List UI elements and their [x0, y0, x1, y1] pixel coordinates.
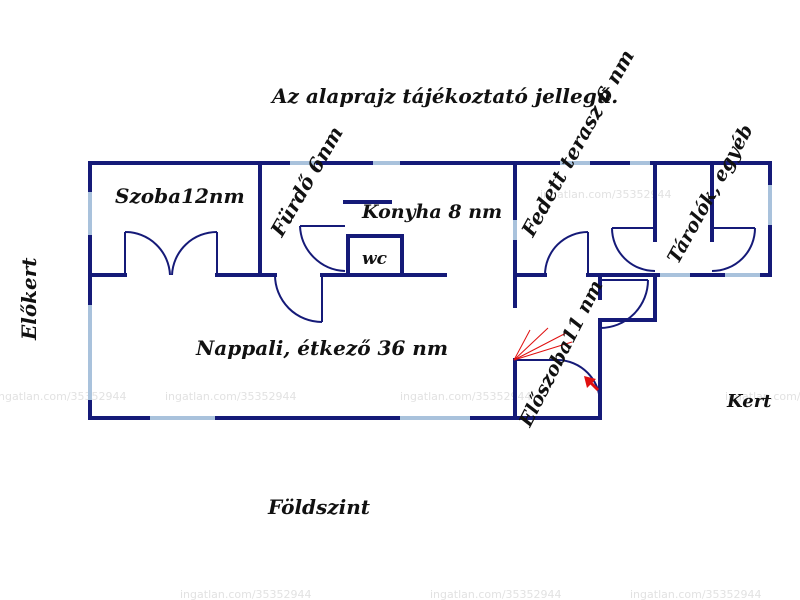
door-storage-right: [711, 227, 756, 272]
door-konyha: [299, 225, 346, 272]
doors: [124, 225, 756, 404]
door-storage-left: [611, 227, 656, 272]
watermark-right: ingatlan.com/35352944: [725, 390, 800, 403]
door-entrance: [515, 359, 601, 404]
watermark-bottom-center: ingatlan.com/35352944: [430, 588, 562, 600]
view-direction-marker: [513, 327, 573, 361]
wall-wc: [346, 234, 404, 277]
watermark-left: ingatlan.com/35352944: [0, 390, 127, 403]
watermark-terrace: ingatlan.com/35352944: [540, 188, 672, 201]
front-yard-label: Előkert: [17, 257, 41, 341]
door-terrace: [544, 231, 589, 276]
room-label-nappali: Nappali, étkező 36 nm: [195, 336, 448, 360]
room-label-wc: wc: [362, 249, 388, 269]
watermark-center-left: ingatlan.com/35352944: [165, 390, 297, 403]
watermark-bottom-right: ingatlan.com/35352944: [630, 588, 762, 600]
room-label-szoba: Szoba12nm: [115, 184, 245, 208]
windows: [88, 161, 772, 420]
watermark-center: ingatlan.com/35352944: [400, 390, 532, 403]
garden-label: Kert: [726, 391, 772, 412]
room-label-terasz: Fedett terasz 6 nm: [516, 45, 639, 241]
room-label-furdo: Fürdő 6nm: [265, 122, 348, 241]
room-label-tarolok: Tárolók, egyéb: [663, 121, 758, 268]
room-label-konyha: Konyha 8 nm: [361, 201, 502, 223]
door-szoba-double: [124, 230, 218, 276]
plan-notice: Az alaprajz tájékoztató jellegű.: [270, 84, 618, 108]
door-eloszoba-inner: [599, 279, 649, 329]
door-furdo: [274, 274, 323, 323]
watermark-bottom-left: ingatlan.com/35352944: [180, 588, 312, 600]
floor-label: Földszint: [267, 495, 371, 519]
entrance-arrow-icon: [584, 376, 600, 392]
room-label-eloszoba: Előszoba11 nm: [514, 277, 607, 431]
watermarks: ingatlan.com/35352944 ingatlan.com/35352…: [0, 188, 800, 600]
